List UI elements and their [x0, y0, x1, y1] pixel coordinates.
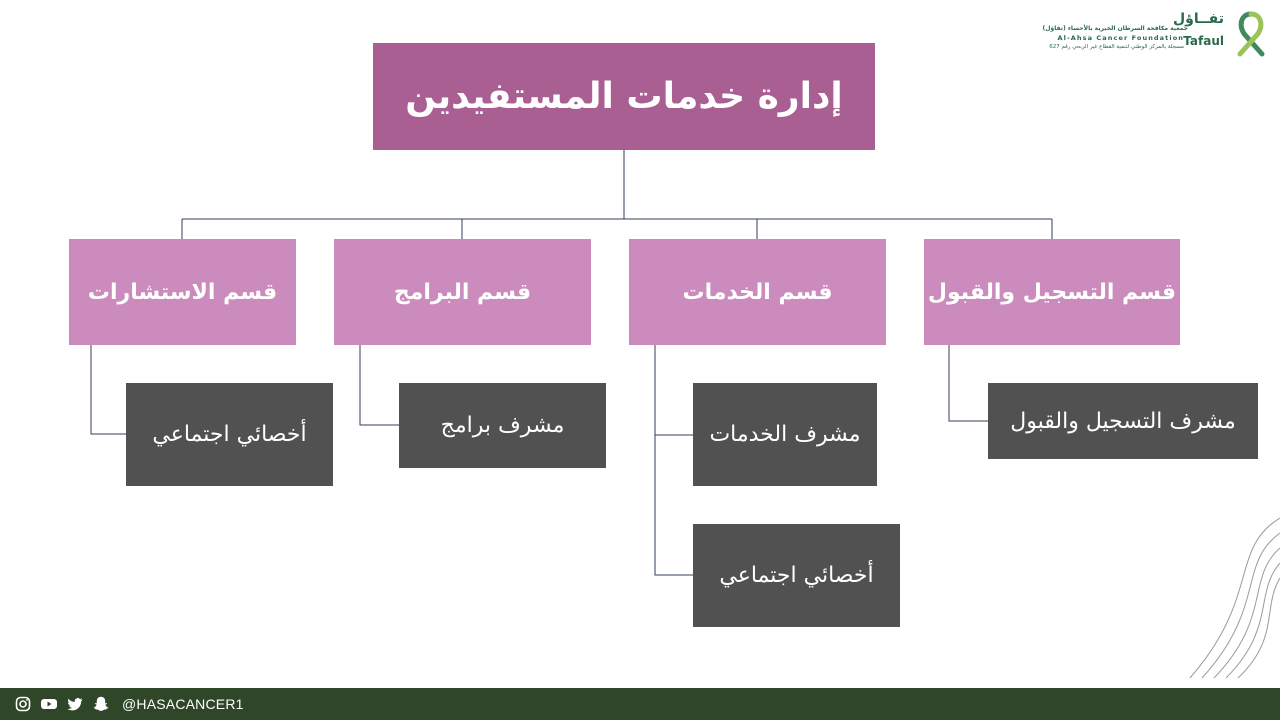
ribbon-logo-icon: [1237, 11, 1265, 57]
decorative-curves: [1189, 517, 1280, 679]
role-node-registration-supervisor: مشرف التسجيل والقبول: [988, 383, 1258, 459]
root-node-beneficiary-services-management: إدارة خدمات المستفيدين: [373, 43, 875, 150]
logo-brand-english: Tafaul: [1183, 34, 1224, 48]
logo-org-english: Al-Ahsa Cancer Foundation: [1057, 34, 1184, 42]
dept-node-registration-admission: قسم التسجيل والقبول: [924, 239, 1180, 345]
role-node-programs-supervisor: مشرف برامج: [399, 383, 606, 468]
snapchat-icon[interactable]: [92, 695, 110, 713]
tafaul-logo: تفــاؤل جمعية مكافحة السرطان الخيرية بال…: [1002, 8, 1272, 58]
instagram-icon[interactable]: [14, 695, 32, 713]
dept-node-programs: قسم البرامج: [334, 239, 591, 345]
footer-bar: @HASACANCER1: [0, 688, 1280, 720]
social-links: @HASACANCER1: [14, 695, 244, 713]
dept-node-services: قسم الخدمات: [629, 239, 886, 345]
social-handle[interactable]: @HASACANCER1: [122, 696, 244, 712]
twitter-icon[interactable]: [66, 695, 84, 713]
logo-org-arabic: جمعية مكافحة السرطان الخيرية بالأحساء (ت…: [1042, 25, 1188, 32]
role-node-services-supervisor: مشرف الخدمات: [693, 383, 877, 486]
youtube-icon[interactable]: [40, 695, 58, 713]
role-node-services-social-worker: أخصائي اجتماعي: [693, 524, 900, 627]
role-node-consultations-social-worker: أخصائي اجتماعي: [126, 383, 333, 486]
dept-node-consultations: قسم الاستشارات: [69, 239, 296, 345]
logo-registration-text: مسجلة بالمركز الوطني لتنمية القطاع غير ا…: [1049, 44, 1184, 50]
logo-brand-arabic: تفــاؤل: [1172, 11, 1224, 27]
